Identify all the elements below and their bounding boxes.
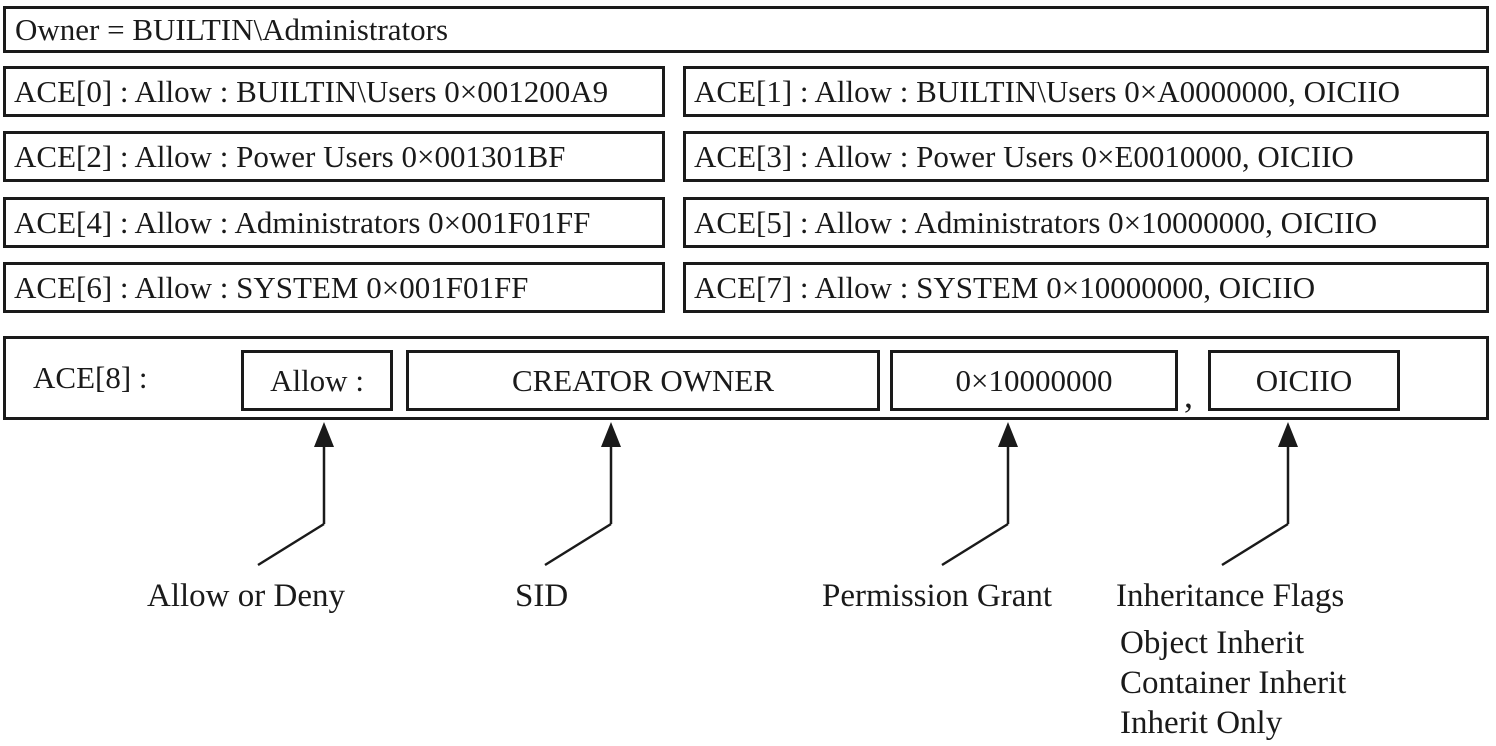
ace-text-3: ACE[3] : Allow : Power Users 0×E0010000,…	[694, 138, 1354, 174]
ace-box-3: ACE[3] : Allow : Power Users 0×E0010000,…	[683, 131, 1489, 182]
owner-box: Owner = BUILTIN\Administrators	[3, 6, 1489, 53]
ace8-separator: ,	[1184, 375, 1193, 415]
ace8-permission-text: 0×10000000	[955, 362, 1113, 398]
ace8-access-type-box: Allow :	[241, 350, 393, 411]
ace-box-0: ACE[0] : Allow : BUILTIN\Users 0×001200A…	[3, 66, 665, 117]
ace8-inheritance-box: OICIIO	[1208, 350, 1400, 411]
ace-text-6: ACE[6] : Allow : SYSTEM 0×001F01FF	[14, 269, 529, 305]
ace-text-0: ACE[0] : Allow : BUILTIN\Users 0×001200A…	[14, 73, 609, 109]
ace-box-7: ACE[7] : Allow : SYSTEM 0×10000000, OICI…	[683, 262, 1489, 313]
ace8-sid-text: CREATOR OWNER	[511, 362, 775, 398]
flag-meaning-container-inherit: Container Inherit	[1120, 665, 1347, 701]
ace8-inheritance-text: OICIIO	[1255, 362, 1353, 398]
flag-meaning-object-inherit: Object Inherit	[1120, 625, 1305, 661]
callout-permission-grant: Permission Grant	[822, 578, 1053, 614]
arrow-inheritance-flags	[1221, 422, 1298, 567]
owner-text: Owner = BUILTIN\Administrators	[15, 11, 449, 47]
arrow-sid	[544, 422, 621, 567]
ace-text-7: ACE[7] : Allow : SYSTEM 0×10000000, OICI…	[694, 269, 1316, 305]
flag-meaning-inherit-only: Inherit Only	[1120, 705, 1283, 741]
arrow-allow-or-deny	[257, 422, 334, 567]
inheritance-flags-list: Object Inherit Container Inherit Inherit…	[1120, 623, 1346, 743]
ace-box-1: ACE[1] : Allow : BUILTIN\Users 0×A000000…	[683, 66, 1489, 117]
ace8-box: ACE[8] : Allow : CREATOR OWNER 0×1000000…	[3, 336, 1489, 420]
arrow-permission-grant	[941, 422, 1018, 567]
ace-box-4: ACE[4] : Allow : Administrators 0×001F01…	[3, 197, 665, 248]
ace-text-2: ACE[2] : Allow : Power Users 0×001301BF	[14, 138, 566, 174]
callout-arrows	[257, 422, 1298, 567]
ace-box-5: ACE[5] : Allow : Administrators 0×100000…	[683, 197, 1489, 248]
callout-sid: SID	[515, 578, 569, 614]
callout-inheritance-flags: Inheritance Flags	[1116, 578, 1345, 614]
ace-text-5: ACE[5] : Allow : Administrators 0×100000…	[694, 204, 1378, 240]
ace-box-6: ACE[6] : Allow : SYSTEM 0×001F01FF	[3, 262, 665, 313]
ace-box-2: ACE[2] : Allow : Power Users 0×001301BF	[3, 131, 665, 182]
ace-text-4: ACE[4] : Allow : Administrators 0×001F01…	[14, 204, 591, 240]
ace-text-1: ACE[1] : Allow : BUILTIN\Users 0×A000000…	[694, 73, 1401, 109]
ace8-permission-box: 0×10000000	[890, 350, 1178, 411]
ace8-sid-box: CREATOR OWNER	[406, 350, 880, 411]
ace8-label: ACE[8] :	[33, 360, 148, 395]
ace8-access-type-text: Allow :	[270, 362, 364, 398]
callout-allow-or-deny: Allow or Deny	[147, 578, 345, 614]
